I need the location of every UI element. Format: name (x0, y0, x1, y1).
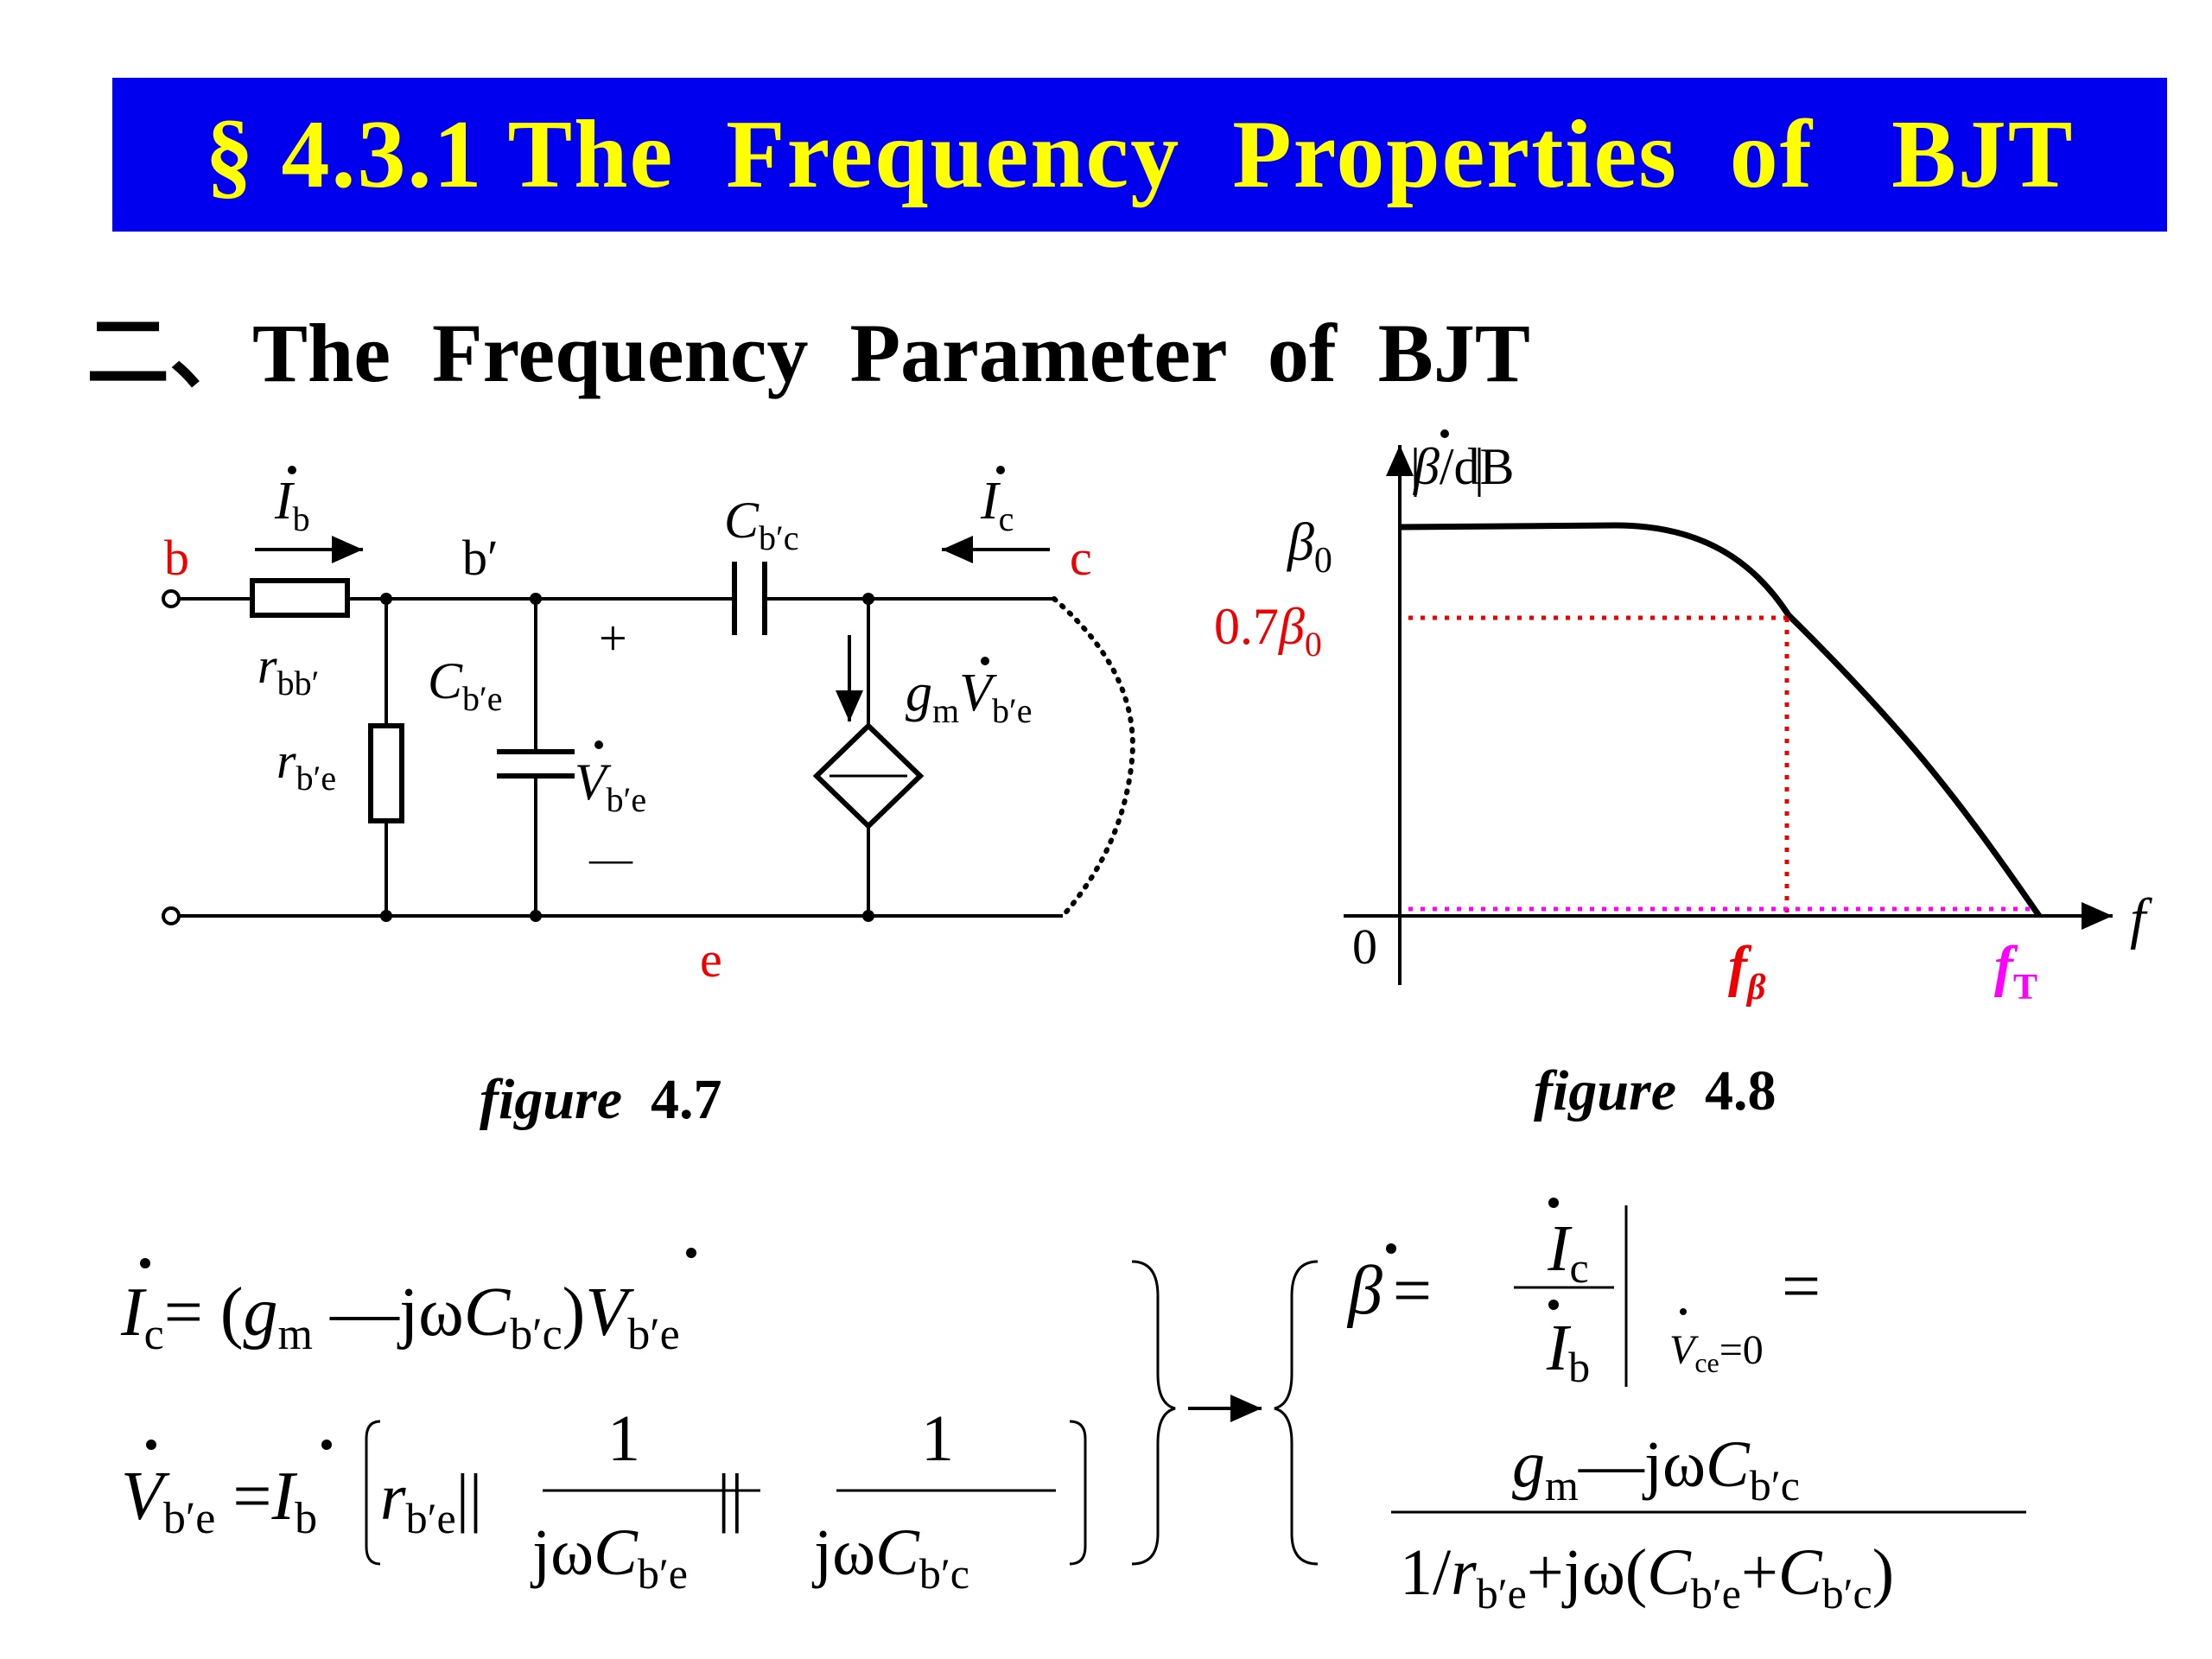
label-rbb: rbb′ (257, 638, 319, 702)
label-ic: Ic (980, 472, 1014, 538)
plot-origin: 0 (1352, 918, 1377, 975)
dotted-load (1052, 596, 1135, 918)
eq2-num1: 1 (607, 1402, 640, 1475)
left-brace (1274, 1260, 1319, 1566)
label-node-e: e (700, 931, 722, 988)
plot-x-label: f (2130, 887, 2152, 950)
bracket-right (1069, 1420, 1087, 1566)
beta-curve (1399, 522, 2042, 918)
eq2-rbe: rb′e|| (380, 1461, 482, 1542)
label-ib: Ib (274, 472, 310, 538)
equation-vbe: Vb′e =Ib (121, 1459, 317, 1543)
beta-equals: = (1782, 1249, 1821, 1325)
label-node-bprime: b′ (462, 530, 499, 586)
figure-4-8-caption: figure 4.8 (1534, 1059, 1777, 1122)
label-rbe: rb′e (276, 733, 336, 798)
label-cbe: Cb′e (428, 652, 503, 718)
circuit-nodes (380, 593, 874, 922)
label-node-c: c (1070, 530, 1092, 586)
slide-title: § 4.3.1 The Frequency Properties of BJT (205, 100, 2075, 208)
label-cbc: Cb′c (724, 492, 799, 557)
result-denominator: 1/rb′e+jω(Cb′e+Cb′c) (1400, 1536, 1894, 1618)
beta-denominator: Ib (1546, 1312, 1590, 1391)
label-vbe: Vb′e (575, 753, 646, 819)
equation-ic: Ic= (gm —jωCb′c)Vb′e (120, 1274, 680, 1359)
section-heading: 二、The Frequency Parameter of BJT (86, 307, 1530, 399)
title-banner: § 4.3.1 The Frequency Properties of BJT (112, 78, 2167, 232)
eq2-parallel: || (717, 1461, 743, 1534)
label-node-b: b (164, 530, 189, 586)
eq2-den1: jωCb′e (530, 1516, 688, 1598)
beta-numerator: Ic (1547, 1212, 1589, 1292)
label-f-t: fT (1994, 935, 2037, 1007)
terminal-b (162, 589, 181, 608)
label-07-beta0: 0.7β0 (1214, 598, 1322, 664)
right-brace (1131, 1260, 1176, 1566)
beta-condition: Vce=0 (1669, 1327, 1764, 1378)
label-gm-v: gmVb′e (906, 664, 1033, 730)
resistor-rbe (368, 723, 404, 823)
eq2-den2: jωCb′c (811, 1516, 969, 1598)
eq2-num2: 1 (921, 1402, 954, 1475)
label-f-beta: fβ (1728, 935, 1766, 1007)
label-beta0: β0 (1287, 513, 1332, 581)
hybrid-pi-circuit (162, 536, 1135, 925)
figure-4-7-caption: figure 4.7 (480, 1068, 722, 1131)
terminal-e-left (162, 906, 181, 925)
beta-definition: β= (1346, 1253, 1432, 1329)
bode-plot (1344, 445, 2113, 985)
label-minus: — (588, 834, 633, 882)
label-plus: + (599, 610, 627, 666)
result-numerator: gm—jωCb′c (1512, 1428, 1800, 1510)
plot-y-label: β/dB (1413, 438, 1515, 495)
bracket-left (365, 1420, 381, 1566)
resistor-rbb (250, 578, 350, 618)
